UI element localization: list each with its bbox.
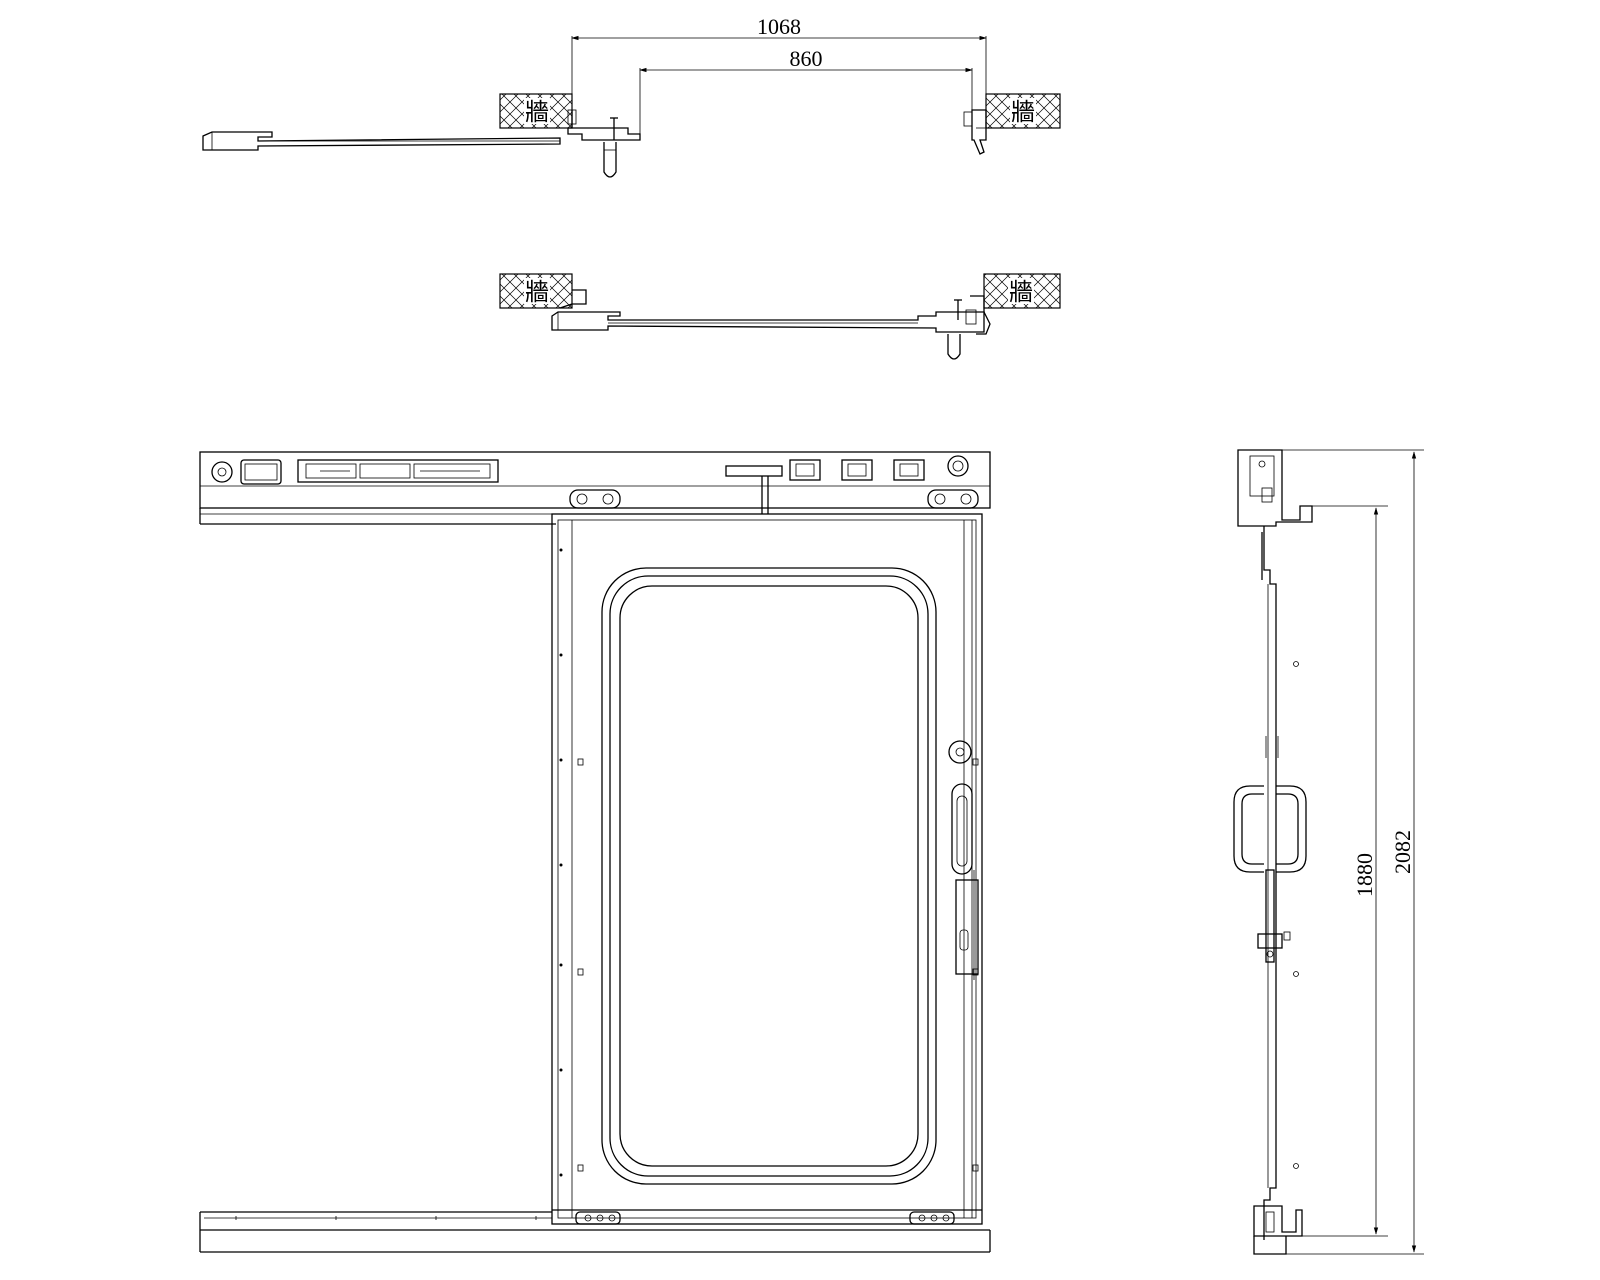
dimension-text-860: 860 xyxy=(790,46,823,71)
section-door-leaf xyxy=(1233,526,1307,1240)
section-header xyxy=(1237,449,1313,527)
hanger-roller xyxy=(569,489,621,509)
wall-label: 牆 xyxy=(525,278,549,306)
motor-icon xyxy=(211,461,233,483)
front-elevation xyxy=(199,451,991,1253)
connector-block xyxy=(789,459,821,481)
jamb-right-middle xyxy=(947,295,991,360)
wall-left-top: 牆 xyxy=(499,93,573,129)
side-section: 1880 2082 xyxy=(1233,449,1424,1255)
dimension-overall-width: 1068 xyxy=(571,14,987,112)
dimension-overall-height: 2082 xyxy=(1282,449,1424,1255)
wall-left-middle: 牆 xyxy=(499,273,573,309)
jamb-left-top xyxy=(567,109,641,178)
pull-handle-right xyxy=(1276,785,1307,873)
connector-block xyxy=(841,459,873,481)
vision-panel xyxy=(601,567,937,1185)
jamb-right-top xyxy=(963,109,987,155)
pull-handle-left xyxy=(1233,785,1264,873)
door-leaf-elevation xyxy=(551,513,983,1225)
screw-dots xyxy=(559,548,563,1177)
plan-view-middle: 牆 牆 xyxy=(499,273,1061,360)
wall-label: 牆 xyxy=(525,98,549,126)
floor-track xyxy=(199,1211,991,1253)
hanger-roller xyxy=(927,489,979,509)
wall-label: 牆 xyxy=(1011,98,1035,126)
plan-view-top: 1068 860 牆 牆 xyxy=(202,14,1061,178)
door-leaf-open-plan xyxy=(202,131,561,151)
wall-label: 牆 xyxy=(1009,278,1033,306)
lock-icon xyxy=(948,740,972,764)
door-leaf-closed-plan xyxy=(551,311,985,333)
operator-header xyxy=(199,451,991,525)
connector-block xyxy=(893,459,925,481)
dimension-text-2082: 2082 xyxy=(1390,830,1415,874)
dimension-leaf-height: 1880 xyxy=(1302,505,1388,1237)
lock-cylinder-icon xyxy=(947,455,969,477)
door-handle-hardware xyxy=(948,740,979,980)
dimension-text-1068: 1068 xyxy=(757,14,801,39)
wall-right-middle: 牆 xyxy=(983,273,1061,309)
dimension-text-1880: 1880 xyxy=(1352,853,1377,897)
dimension-clear-opening: 860 xyxy=(639,46,973,134)
controller-board xyxy=(297,459,499,483)
jamb-left-middle xyxy=(559,289,587,309)
bottom-guide xyxy=(552,1209,982,1225)
section-floor-guide xyxy=(1253,1205,1303,1255)
wall-right-top: 牆 xyxy=(985,93,1061,129)
